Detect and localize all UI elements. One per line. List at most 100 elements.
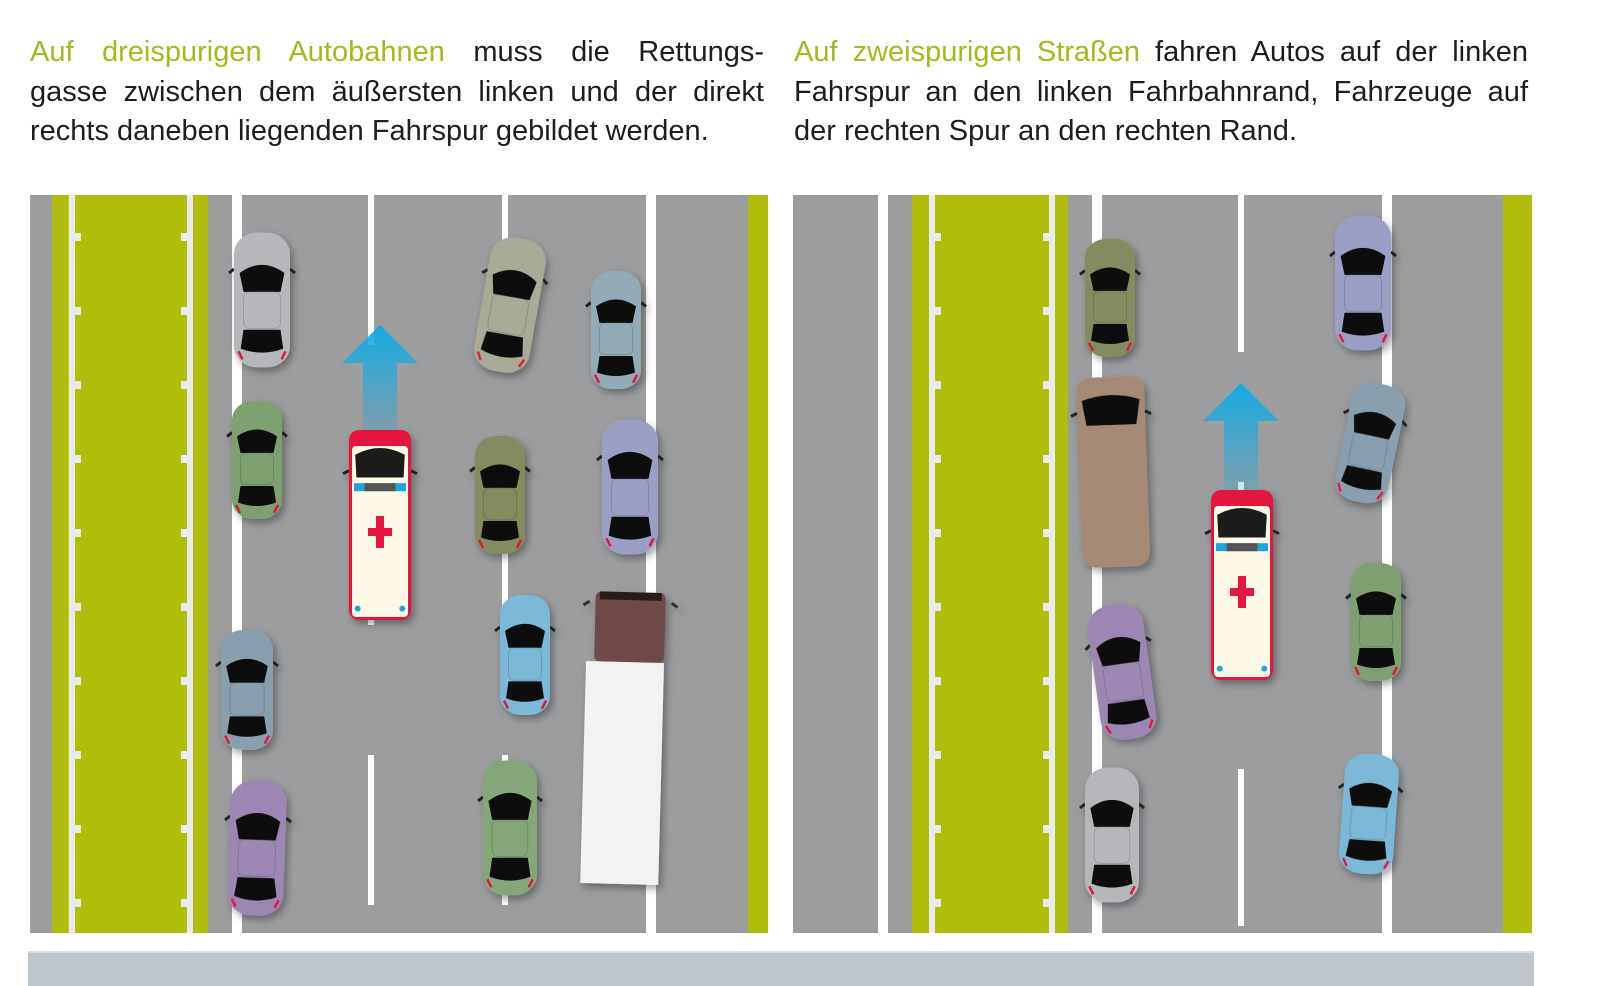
lane-edge-line [878,195,888,933]
roof [243,291,281,329]
windshield [607,451,653,479]
ambulance [342,430,418,620]
siren-bar [1226,543,1258,552]
van [1070,376,1152,568]
car [477,760,543,896]
roof [1359,614,1393,648]
caption-text: der rechten Spur an den rechten Rand. [794,115,1297,147]
guardrail-post [181,455,190,463]
guardrail-post [181,751,190,759]
roof [508,647,542,681]
car [596,419,664,555]
windshield [1356,591,1396,615]
rear-window [608,516,652,540]
car [585,271,647,389]
lane-edge-line [646,195,656,933]
guardrail-post [1043,751,1052,759]
red-cross-icon [376,516,384,548]
mirror [228,267,296,275]
car [1079,767,1145,903]
guardrail-post [1043,455,1052,463]
guardrail-post [1043,529,1052,537]
guardrail-post [932,899,941,907]
windshield [1217,508,1267,538]
guardrail-post [1043,307,1052,315]
car [215,630,279,750]
tail-light [1337,482,1384,501]
siren-bar [364,483,396,492]
mirror [585,301,647,308]
roof [237,838,277,878]
rear-window [480,331,524,358]
rear-window [238,485,276,507]
bottom-bar [28,951,1534,986]
rear-window [1357,647,1395,669]
windshield [239,264,285,292]
windshield [492,269,537,301]
mirror [1079,802,1145,810]
windshield [226,658,268,683]
guardrail-post [1043,233,1052,241]
guardrail-post [932,381,941,389]
rear-window [234,877,277,901]
tail-light [234,504,280,514]
caption-text: Fahrspur an den linken Fahrbahnrand, Fah… [794,75,1528,108]
mirror [481,268,549,286]
roof [1093,290,1127,324]
rear-window [506,681,544,702]
car [224,780,292,916]
windshield [1090,799,1134,827]
guardrail-post [181,603,190,611]
windshield [505,623,545,648]
guardrail-post [72,603,81,611]
rear-light [399,605,406,612]
caption-text: muss die Rettungs- [444,36,764,68]
rear-window [240,329,284,353]
rear-window [227,716,267,737]
caption-highlight: Auf dreispurigen Autobahnen [30,36,445,68]
rear-light [1216,665,1223,672]
guardrail-post [932,751,941,759]
windshield [235,812,281,841]
three-lane-highway [30,195,768,933]
mirror [226,431,288,438]
windshield [480,464,520,488]
lane-dash [368,755,374,905]
caption-highlight: Auf zweispurigen Straßen [794,36,1141,68]
guardrail-post [72,381,81,389]
roof [611,478,649,516]
windshield [1340,247,1386,275]
roof [1344,274,1382,312]
guardrail-post [72,529,81,537]
rear-window [1091,323,1129,345]
car [494,595,556,715]
tail-light [476,351,526,368]
mirror [477,795,543,803]
mirror [494,625,556,633]
guardrail-post [932,677,941,685]
mirror [1070,409,1152,418]
caption-text: rechts daneben liegenden Fahrspur gebild… [30,115,709,147]
rear-window [1091,864,1133,888]
rear-window [597,355,635,377]
direction-arrow-icon [342,325,418,432]
mirror [215,660,279,668]
roof [487,294,530,336]
windshield [1090,267,1130,291]
tail-light [1087,342,1133,352]
tail-light [477,539,523,549]
lane-dash [368,195,374,345]
windshield [1353,411,1397,440]
roof [483,487,517,521]
tail-light [1353,666,1399,676]
rear-window [489,857,531,881]
roof [1347,432,1389,471]
mirror [582,599,679,609]
guardrail-post [932,603,941,611]
guardrail-post [181,825,190,833]
rear-window [1340,465,1382,491]
guardrail-post [181,381,190,389]
car [1329,215,1397,351]
tail-light [224,735,270,745]
